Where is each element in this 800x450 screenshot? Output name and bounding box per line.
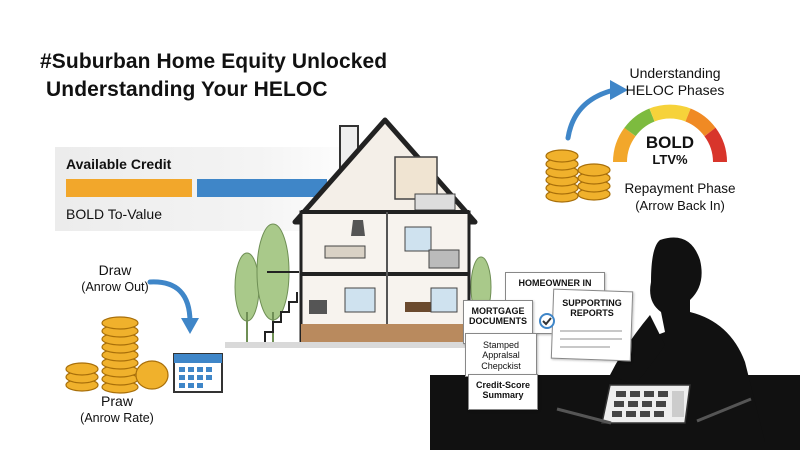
checkmark-icon [539, 313, 555, 329]
appraisal-document [465, 333, 537, 377]
house-illustration [225, 117, 495, 348]
credit-bar-available [197, 179, 327, 197]
credit-score-title: Credit-Score Summary [475, 380, 530, 401]
draw-sublabel: (Anrow Out) [81, 280, 149, 294]
phases-subtitle: HELOC Phases [625, 82, 725, 98]
headline-line-1: #Suburban Home Equity Unlocked [40, 50, 388, 73]
to-value-label: BOLD To-Value [66, 206, 162, 222]
available-credit-label: Available Credit [66, 156, 172, 172]
phases-title: Understanding [629, 65, 721, 81]
pen-icon-right [696, 397, 752, 423]
supporting-title: SUPPORTING REPORTS [562, 298, 622, 319]
gauge-sublabel: LTV% [652, 152, 688, 167]
curved-arrow-icon [147, 279, 199, 334]
coin-stack-icon-right [545, 149, 611, 203]
mortgage-title: MORTGAGE DOCUMENTS [469, 306, 527, 327]
calendar-icon [173, 353, 223, 393]
phase-arrow-icon [565, 80, 628, 141]
calculator-icon [601, 384, 691, 424]
credit-bar-used [66, 179, 192, 197]
homeowner-title: HOMEOWNER IN [518, 278, 592, 288]
coin-stack-icon [65, 316, 169, 394]
draw-label: Draw [98, 262, 132, 278]
gauge-icon [613, 104, 727, 163]
repayment-sublabel: (Arrow Back In) [635, 198, 725, 213]
credit-score-document [468, 374, 538, 410]
appraisal-title: Stamped Appralsal Chepckist [481, 340, 521, 371]
praw-sublabel: (Anrow Rate) [80, 411, 154, 425]
gauge-label: BOLD [645, 133, 695, 152]
headline-line-2: Understanding Your HELOC [46, 78, 328, 101]
repayment-label: Repayment Phase [624, 181, 736, 196]
praw-label: Praw [101, 393, 133, 409]
pen-icon [556, 407, 612, 425]
